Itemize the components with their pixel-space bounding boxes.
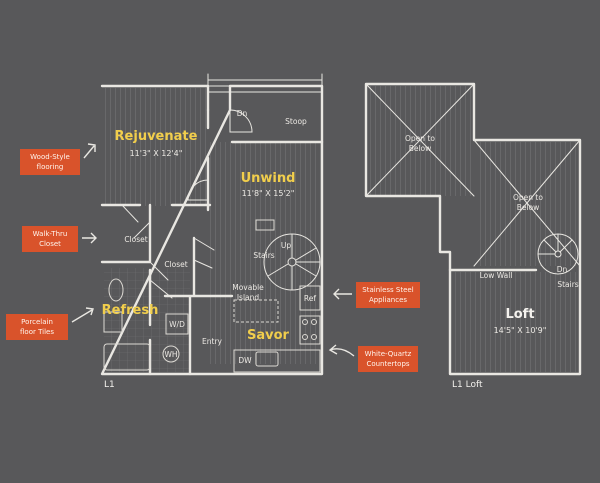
room-rejuvenate-dims: 11'3" X 12'4" (130, 149, 183, 158)
arrow-icon (82, 232, 97, 244)
room-unwind: Unwind (241, 171, 296, 186)
svg-text:Countertops: Countertops (366, 360, 409, 368)
label-open-to-left: Open to (405, 134, 435, 143)
arrow-icon (83, 143, 96, 159)
closet-bifold-doors (193, 237, 215, 269)
label-stoop: Stoop (285, 117, 307, 126)
stoop-steps (207, 73, 323, 111)
room-refresh: Refresh (102, 303, 159, 318)
label-ref: Ref (304, 294, 316, 303)
loft-exterior-walls (364, 82, 582, 376)
room-loft-dims: 14'5" X 10'9" (494, 326, 547, 335)
bathtub (103, 343, 151, 371)
water-heater (162, 345, 180, 363)
l1-floor-plan (100, 73, 324, 376)
label-wd: W/D (169, 320, 185, 329)
room-savor: Savor (247, 328, 290, 343)
label-closet-walk-thru: Closet (124, 235, 147, 244)
callout-stainless-appliances: Stainless Steel Appliances (333, 282, 420, 308)
svg-text:Stainless Steel: Stainless Steel (362, 286, 413, 294)
arrow-icon (71, 307, 94, 323)
laundry-walls (163, 236, 234, 376)
room-loft: Loft (505, 307, 534, 322)
label-below-right: Below (517, 203, 540, 212)
label-dw: DW (238, 356, 252, 365)
svg-text:floor Tiles: floor Tiles (20, 328, 54, 336)
kitchen-counter (233, 349, 321, 373)
label-wh: WH (164, 350, 177, 359)
callout-quartz-countertops: White-Quartz Countertops (328, 344, 418, 372)
bath-door-swing (149, 261, 173, 299)
room-unwind-dims: 11'8" X 15'2" (242, 189, 295, 198)
svg-text:Porcelain: Porcelain (21, 318, 53, 326)
kitchen-sink (255, 351, 279, 367)
label-dn: Dn (237, 109, 248, 118)
bedroom-walls (100, 108, 212, 212)
arrow-icon (328, 344, 355, 357)
range (299, 315, 321, 345)
callout-walk-thru-closet: Walk-Thru Closet (22, 226, 97, 252)
svg-text:White-Quartz: White-Quartz (365, 350, 412, 358)
movable-island (233, 299, 279, 323)
spiral-staircase (263, 233, 321, 291)
callout-wood-flooring: Wood-Style flooring (20, 143, 96, 175)
label-loft-stairs: Stairs (557, 280, 578, 289)
toilet (108, 278, 124, 302)
label-open-to-right: Open to (513, 193, 543, 202)
loft-floor-plan (364, 82, 582, 376)
label-closet-small: Closet (164, 260, 187, 269)
fireplace-media (255, 219, 275, 231)
svg-text:Appliances: Appliances (369, 296, 407, 304)
svg-text:flooring: flooring (37, 163, 64, 171)
label-loft-dn: Dn (557, 265, 568, 274)
label-up: Up (281, 241, 291, 250)
plan-name-loft: L1 Loft (452, 380, 483, 390)
svg-text:Wood-Style: Wood-Style (30, 153, 70, 161)
walk-thru-closet-doors (121, 204, 151, 239)
plan-name-l1: L1 (104, 380, 115, 390)
label-movable: Movable (232, 283, 264, 292)
bedroom-door-swing (187, 179, 209, 201)
arrow-icon (333, 288, 352, 300)
callout-porcelain-tiles: Porcelain floor Tiles (6, 307, 94, 340)
closet-walls (100, 203, 152, 376)
bath-floor-tiles (104, 268, 190, 372)
svg-text:Walk-Thru: Walk-Thru (33, 230, 68, 238)
stoop-door-swing (229, 109, 253, 133)
rejuvenate-floor (104, 88, 206, 206)
room-rejuvenate: Rejuvenate (115, 129, 198, 144)
loft-spiral-staircase (537, 233, 579, 275)
label-entry: Entry (202, 337, 223, 346)
svg-text:Closet: Closet (39, 240, 61, 248)
label-low-wall: Low Wall (480, 271, 513, 280)
label-island: Island (237, 293, 260, 302)
loft-floor (452, 272, 580, 372)
bath-vanity (103, 311, 123, 333)
label-below-left: Below (409, 144, 432, 153)
washer-dryer (165, 313, 189, 335)
label-stairs: Stairs (253, 251, 274, 260)
refrigerator (299, 285, 321, 311)
open-to-below-x (365, 83, 581, 267)
